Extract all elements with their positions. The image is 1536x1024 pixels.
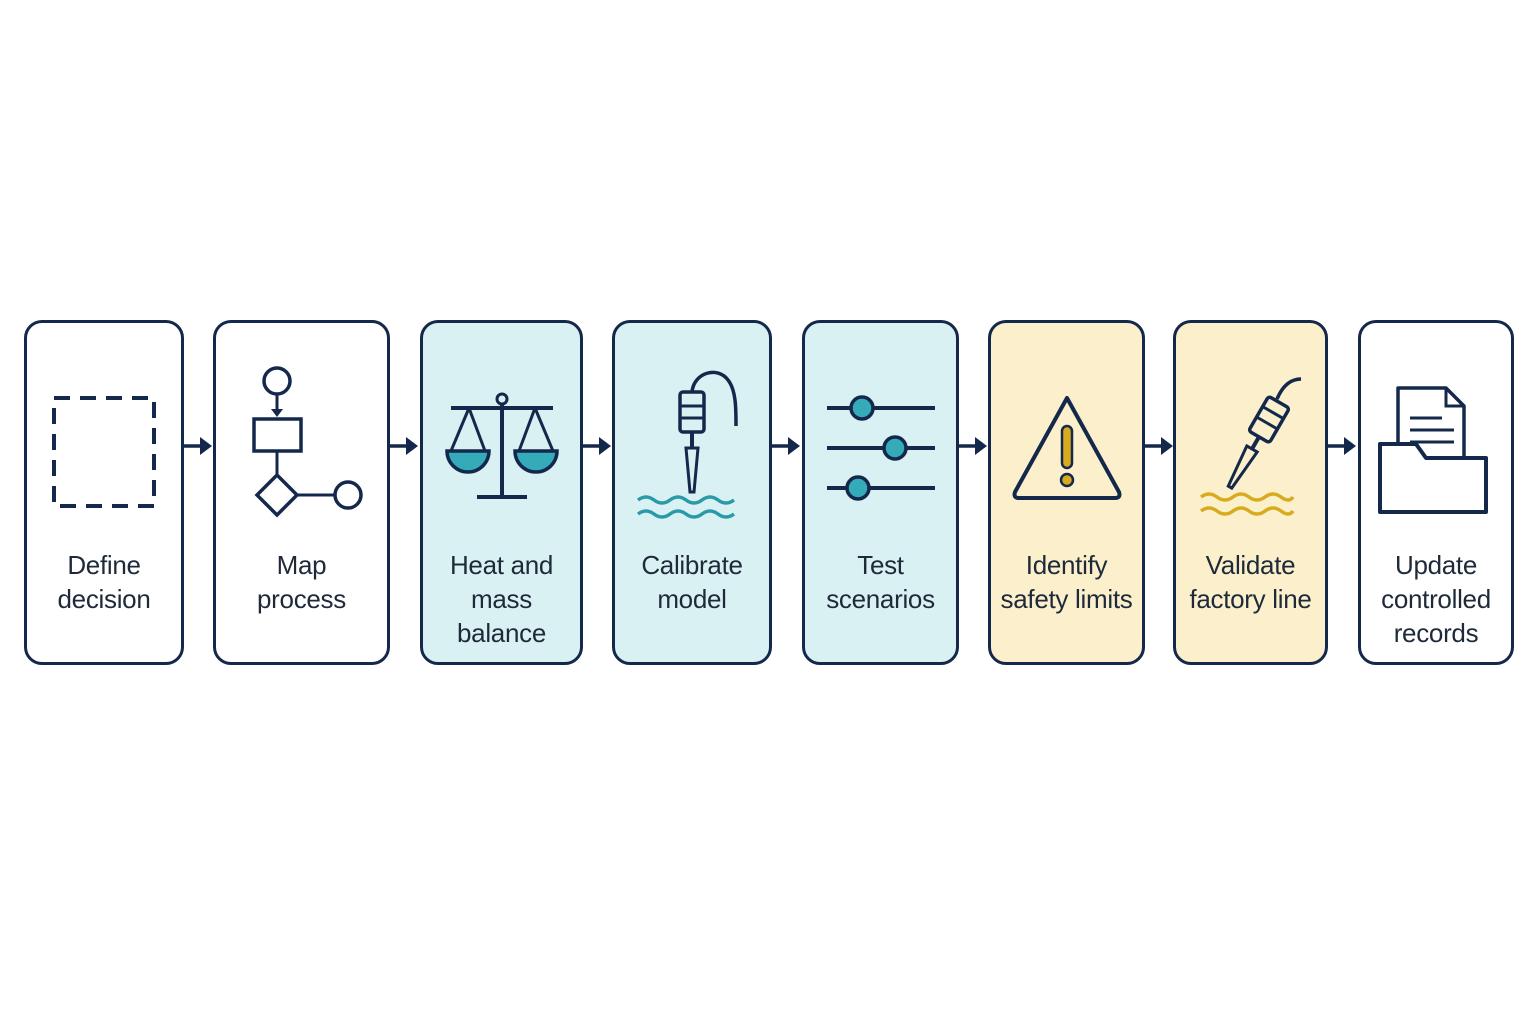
step-card-define-decision: Define decision: [24, 320, 184, 665]
arrow-right-icon: [1328, 434, 1358, 458]
step-card-validate-factory-line: Validate factory line: [1173, 320, 1328, 665]
probe-sensor-icon: [615, 353, 769, 543]
warning-triangle-icon: [991, 353, 1142, 543]
step-card-heat-mass-balance: Heat and mass balance: [420, 320, 583, 665]
arrow-right-icon: [184, 434, 214, 458]
step-card-calibrate-model: Calibrate model: [612, 320, 772, 665]
step-card-identify-safety-limits: Identify safety limits: [988, 320, 1145, 665]
step-label: Heat and mass balance: [449, 550, 554, 648]
document-folder-icon: [1361, 353, 1511, 543]
sliders-icon: [805, 353, 956, 543]
arrow-right-icon: [772, 434, 802, 458]
balance-scale-icon: [423, 353, 580, 543]
flowchart-icon: [216, 353, 387, 543]
step-card-map-process: Map process: [213, 320, 390, 665]
arrow-right-icon: [583, 434, 613, 458]
step-label: Test scenarios: [826, 550, 935, 614]
step-label: Define decision: [57, 550, 151, 614]
step-label: Calibrate model: [641, 550, 743, 614]
step-label: Identify safety limits: [1000, 550, 1133, 614]
step-label: Validate factory line: [1189, 550, 1312, 614]
arrow-right-icon: [1145, 434, 1175, 458]
probe-sensor-icon: [1176, 353, 1325, 543]
step-label: Update controlled records: [1381, 550, 1491, 648]
step-card-update-controlled-records: Update controlled records: [1358, 320, 1514, 665]
dashed-square-icon: [27, 353, 181, 543]
step-label: Map process: [257, 550, 346, 614]
arrow-right-icon: [390, 434, 420, 458]
arrow-right-icon: [959, 434, 989, 458]
step-card-test-scenarios: Test scenarios: [802, 320, 959, 665]
